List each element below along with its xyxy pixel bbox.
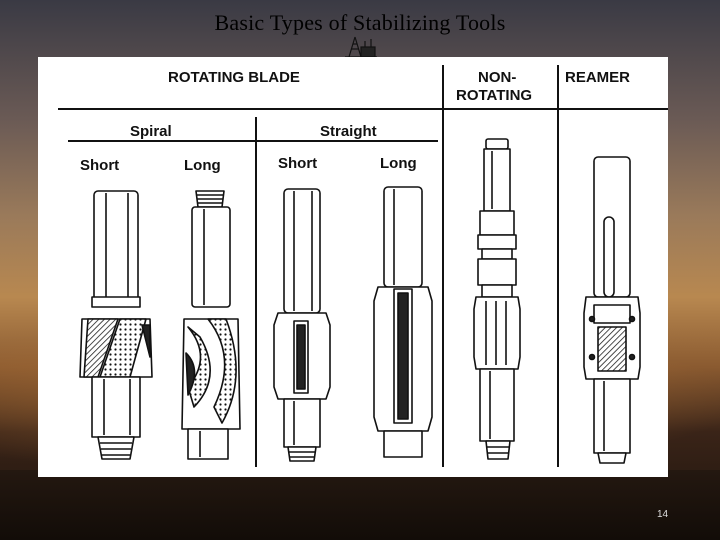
drilling-rig-icon <box>345 36 377 58</box>
tool-reamer <box>583 156 641 464</box>
stabilizer-illustrations <box>58 65 668 467</box>
tool-non-rotating <box>473 138 521 460</box>
tool-spiral-long <box>181 190 241 460</box>
column-label-straight-long: Long <box>380 155 417 172</box>
header-non-rotating-1: NON- <box>478 69 517 86</box>
subheader-straight: Straight <box>320 123 377 140</box>
header-rotating-blade: ROTATING BLADE <box>168 69 300 86</box>
column-label-straight-short: Short <box>278 155 318 172</box>
tool-straight-short <box>273 188 331 462</box>
slide-title: Basic Types of Stabilizing Tools <box>214 10 506 35</box>
column-label-spiral-long: Long <box>184 157 221 174</box>
tool-spiral-short <box>79 190 153 460</box>
table-lines <box>58 65 668 467</box>
header-reamer: REAMER <box>565 69 631 86</box>
page-number: 14 <box>657 509 669 520</box>
subheader-spiral: Spiral <box>130 123 172 140</box>
tool-straight-long <box>373 186 433 458</box>
background-ground <box>0 470 720 540</box>
column-label-spiral-short: Short <box>80 157 120 174</box>
diagram-panel: ROTATING BLADE NON- ROTATING REAMER Spir… <box>38 57 668 477</box>
header-non-rotating-2: ROTATING <box>456 87 533 104</box>
